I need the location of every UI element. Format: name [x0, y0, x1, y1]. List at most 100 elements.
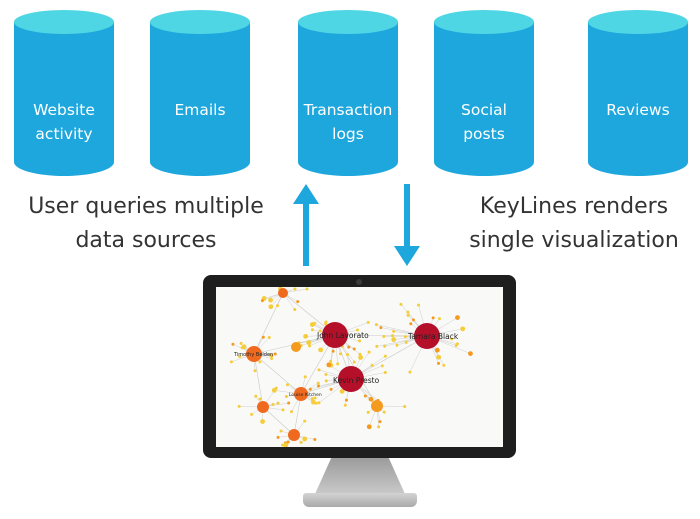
data-source-label: Reviews [606, 101, 670, 119]
graph-leaf-node [285, 383, 289, 387]
graph-leaf-node [437, 317, 441, 321]
graph-leaf-node [366, 320, 370, 324]
graph-leaf-node [238, 355, 242, 359]
graph-leaf-node [383, 371, 387, 375]
graph-leaf-node [352, 347, 356, 351]
graph-leaf-node [276, 401, 280, 405]
graph-leaf-node [317, 368, 321, 372]
graph-leaf-node [281, 408, 285, 412]
graph-leaf-node [250, 412, 254, 416]
graph-leaf-node [399, 302, 403, 306]
graph-leaf-node [313, 437, 317, 441]
data-source-label: Website activity [33, 101, 95, 143]
graph-leaf-node [296, 300, 300, 304]
data-source-website-activity: Website activity [14, 10, 114, 178]
graph-leaf-node [302, 436, 308, 442]
graph-leaf-node [261, 335, 265, 339]
graph-leaf-node [383, 354, 387, 358]
graph-leaf-node [239, 341, 243, 345]
graph-major-nodes [246, 288, 440, 441]
graph-leaf-node [237, 404, 241, 408]
graph-leaf-node [380, 364, 384, 368]
graph-leaf-node [344, 398, 348, 402]
database-icon [434, 10, 534, 176]
graph-leaf-node [260, 299, 264, 303]
graph-leaf-node [336, 362, 340, 366]
graph-edge [253, 353, 302, 395]
camera-icon [356, 279, 362, 285]
graph-leaf-node [310, 328, 314, 332]
graph-leaf-node [363, 394, 367, 398]
graph-leaf-node [382, 410, 386, 414]
graph-leaf-node [229, 360, 233, 364]
graph-leaf-node [305, 287, 309, 291]
graph-leaf-node [468, 351, 473, 357]
data-source-label: Social posts [461, 101, 507, 143]
graph-leaf-node [268, 353, 272, 357]
graph-node [278, 288, 288, 298]
graph-node-label: Timothy Belden [233, 352, 273, 358]
graph-node-kevin-presto [338, 366, 364, 392]
graph-leaf-node [382, 334, 386, 338]
monitor-bezel: John Lavorato Tamara Black Kevin Presto … [203, 275, 516, 458]
graph-node-timothy-belden [246, 346, 262, 362]
graph-leaf-node [379, 326, 383, 330]
graph-node-label: Tamara Black [407, 332, 459, 341]
graph-leaf-node [316, 381, 320, 385]
graph-leaf-node [268, 297, 273, 303]
caption-user-queries: User queries multiple data sources [28, 194, 264, 253]
graph-leaf-node [283, 442, 289, 447]
graph-leaf-node [313, 396, 317, 400]
data-source-social-posts: Social posts [434, 10, 534, 178]
graph-leaf-node [395, 343, 399, 347]
graph-leaf-node [403, 335, 407, 339]
graph-leaf-node [314, 401, 318, 405]
graph-leaf-node [345, 353, 349, 357]
graph-leaf-node [339, 388, 345, 394]
graph-leaf-node [258, 360, 262, 364]
graph-edge [350, 335, 428, 380]
graph-leaf-node [377, 425, 381, 429]
graph-leaf-node [404, 340, 408, 344]
graph-leaf-node [318, 347, 324, 353]
graph-leaf-node [343, 403, 347, 407]
graph-edge [253, 353, 264, 408]
graph-leaf-node [303, 419, 307, 423]
graph-leaf-node [392, 329, 396, 333]
data-source-reviews: Reviews [588, 10, 688, 178]
database-icon [298, 10, 398, 176]
monitor-base [303, 493, 417, 507]
graph-leaf-node [408, 370, 412, 374]
graph-leaf-node [437, 361, 441, 365]
graph-leaf-node [370, 363, 374, 367]
graph-leaf-node [406, 313, 410, 317]
graph-leaf-node [308, 344, 312, 348]
graph-leaf-node [367, 350, 371, 354]
graph-leaf-node [270, 356, 274, 360]
graph-leaf-node [374, 323, 378, 327]
monitor-stand [315, 458, 405, 494]
graph-leaf-node [308, 387, 312, 391]
graph-leaf-node [378, 420, 382, 424]
graph-leaf-node [274, 386, 278, 390]
graph-leaf-node [309, 322, 315, 327]
graph-leaf-node [450, 337, 454, 341]
graph-leaf-node [275, 304, 279, 308]
graph-leaf-node [271, 402, 275, 406]
graph-leaf-node [366, 410, 370, 414]
graph-leaf-node [434, 347, 440, 353]
graph-leaf-node [324, 379, 328, 383]
graph-leaf-node [240, 346, 244, 350]
graph-leaf-node [303, 375, 307, 379]
graph-leaf-node [293, 287, 297, 291]
graph-leaf-node [411, 318, 415, 322]
graph-leaf-node [231, 342, 235, 346]
graph-leaf-node [254, 394, 258, 398]
graph-leaf-node [391, 337, 397, 342]
graph-leaf-node [331, 349, 335, 353]
monitor-screen: John Lavorato Tamara Black Kevin Presto … [216, 287, 503, 447]
graph-labels: John Lavorato Tamara Black Kevin Presto … [233, 331, 459, 398]
graph-leaf-node [409, 322, 413, 326]
data-source-transaction-logs: Transaction logs [298, 10, 398, 178]
